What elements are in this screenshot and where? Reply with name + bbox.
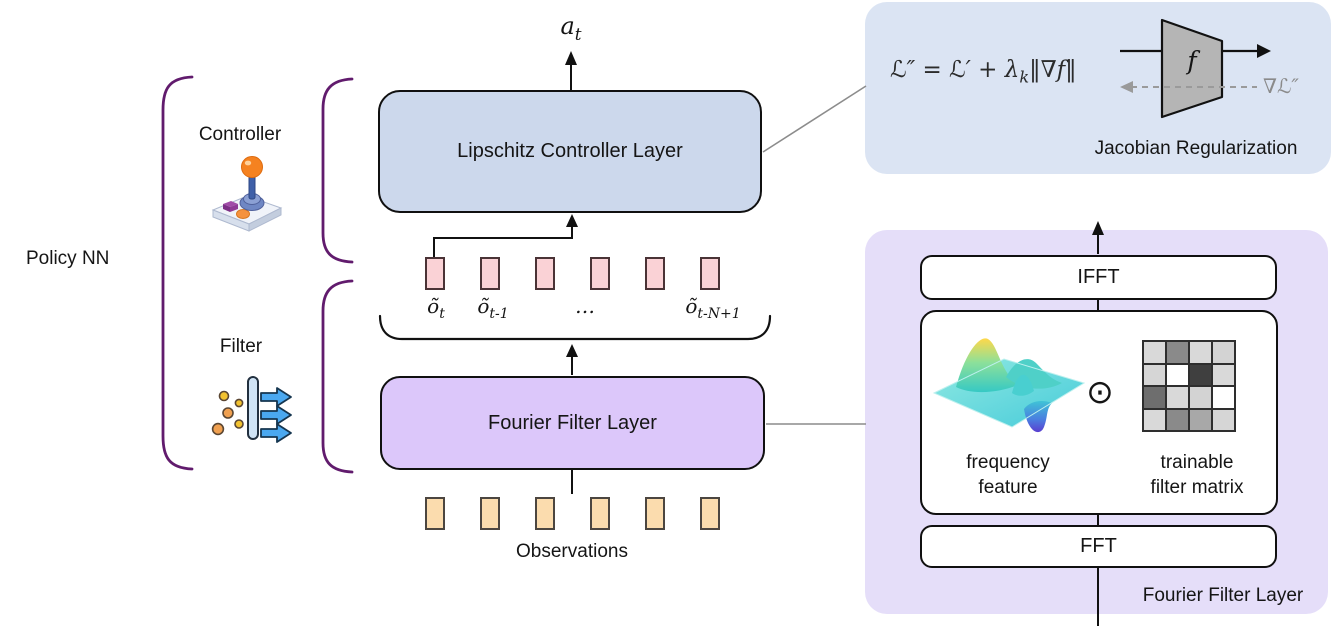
filtered-token-label-t1: õt-1 [477,294,509,322]
ifft-label: IFFT [1077,266,1120,288]
matrix-cell [1144,342,1165,363]
matrix-cell [1190,364,1211,385]
gradient-label: ∇ℒ″ [1263,74,1299,98]
matrix-cell [1144,364,1165,385]
frequency-feature-caption-line2: feature [978,477,1038,498]
elementwise-product-icon: ⊙ [1086,372,1114,411]
frequency-feature-caption-line1: frequency [966,452,1050,473]
observation-tokens-box [700,497,720,530]
matrix-cell [1144,409,1165,430]
filtered-token-label-tN1: õt-N+1 [685,294,741,322]
trapezoid-f-label: f [1187,46,1197,75]
matrix-cell [1167,364,1188,385]
action-label: at [560,12,582,44]
policy-nn-label: Policy NN [26,248,110,269]
matrix-cell [1213,387,1234,408]
fft-label: FFT [1080,535,1117,557]
jacobian-formula: ℒ″ = ℒ′ + λk‖∇f‖ [890,57,1077,87]
ifft-box: IFFT [920,255,1277,300]
matrix-cell [1190,409,1211,430]
joystick-icon [211,156,283,232]
matrix-cell [1167,387,1188,408]
lipschitz-controller-label: Lipschitz Controller Layer [457,140,683,162]
fourier-filter-box: Fourier Filter Layer [380,376,765,470]
trainable-filter-matrix [1142,340,1236,432]
observation-tokens-box [535,497,555,530]
matrix-cell [1213,409,1234,430]
observations-label: Observations [516,541,628,562]
matrix-cell [1213,342,1234,363]
filter-label: Filter [219,336,263,357]
observation-tokens-box [425,497,445,530]
controller-label: Controller [198,124,282,145]
filtered-tokens-box [700,257,720,290]
filtered-tokens-box [645,257,665,290]
filter-icon [211,376,292,443]
filtered-tokens-box [535,257,555,290]
jacobian-panel [865,2,1331,174]
matrix-cell [1190,387,1211,408]
trainable-matrix-caption-line2: filter matrix [1150,477,1244,498]
fourier-filter-label: Fourier Filter Layer [488,411,657,434]
fourier-panel-caption: Fourier Filter Layer [1142,585,1304,606]
frequency-surface-plot [932,338,1086,433]
fft-box: FFT [920,525,1277,568]
filtered-tokens-box [590,257,610,290]
filtered-token-ellipsis: … [575,294,595,318]
filtered-token-label-t: õt [427,294,445,322]
matrix-cell [1213,364,1234,385]
observation-tokens-box [645,497,665,530]
matrix-cell [1167,409,1188,430]
observation-tokens-box [480,497,500,530]
filtered-tokens-box [480,257,500,290]
matrix-cell [1167,342,1188,363]
jacobian-panel-caption: Jacobian Regularization [1094,138,1298,159]
lipschitz-controller-box: Lipschitz Controller Layer [378,90,762,213]
filtered-tokens-box [425,257,445,290]
observation-tokens-box [590,497,610,530]
matrix-cell [1190,342,1211,363]
matrix-cell [1144,387,1165,408]
trainable-matrix-caption-line1: trainable [1160,452,1234,473]
